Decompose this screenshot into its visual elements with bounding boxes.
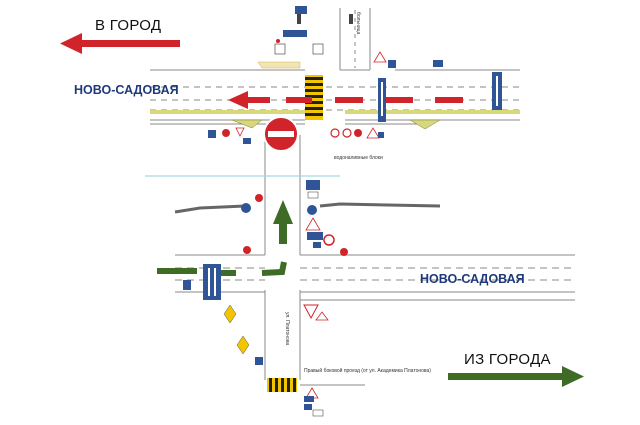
traffic-island (257, 61, 301, 69)
from-city-arrow (448, 366, 584, 387)
sign-cluster-icon (208, 6, 443, 417)
side-street-label: ул. Платонова (284, 312, 290, 346)
crosswalk-icon (267, 378, 297, 392)
no-entry-sign-icon (263, 116, 299, 152)
traffic-island (231, 119, 263, 129)
street-label-bottom: НОВО-САДОВАЯ (420, 272, 525, 286)
cross-road (174, 202, 441, 214)
street-label-top: НОВО-САДОВАЯ (74, 83, 179, 97)
from-city-label: ИЗ ГОРОДА (464, 351, 551, 368)
hospital-road (339, 8, 371, 70)
traffic-light-icon (297, 14, 353, 24)
median-strip (150, 110, 305, 114)
traffic-island (409, 119, 441, 130)
inbound-route (228, 91, 463, 109)
median-strip (345, 110, 520, 114)
hospital-street-label: больница (355, 12, 361, 35)
sign-cluster-note: водоналивные блоки (334, 155, 383, 161)
outbound-route (157, 200, 293, 276)
service-road-label: Правый боковой проезд (от ул. Академика … (304, 368, 431, 374)
to-city-arrow (60, 33, 180, 54)
crosswalk-icon (305, 75, 323, 120)
side-road-platonova (264, 135, 301, 380)
lane-sign-arrows (208, 76, 498, 296)
to-city-label: В ГОРОД (95, 17, 162, 34)
lane-sign-icon (183, 72, 502, 300)
